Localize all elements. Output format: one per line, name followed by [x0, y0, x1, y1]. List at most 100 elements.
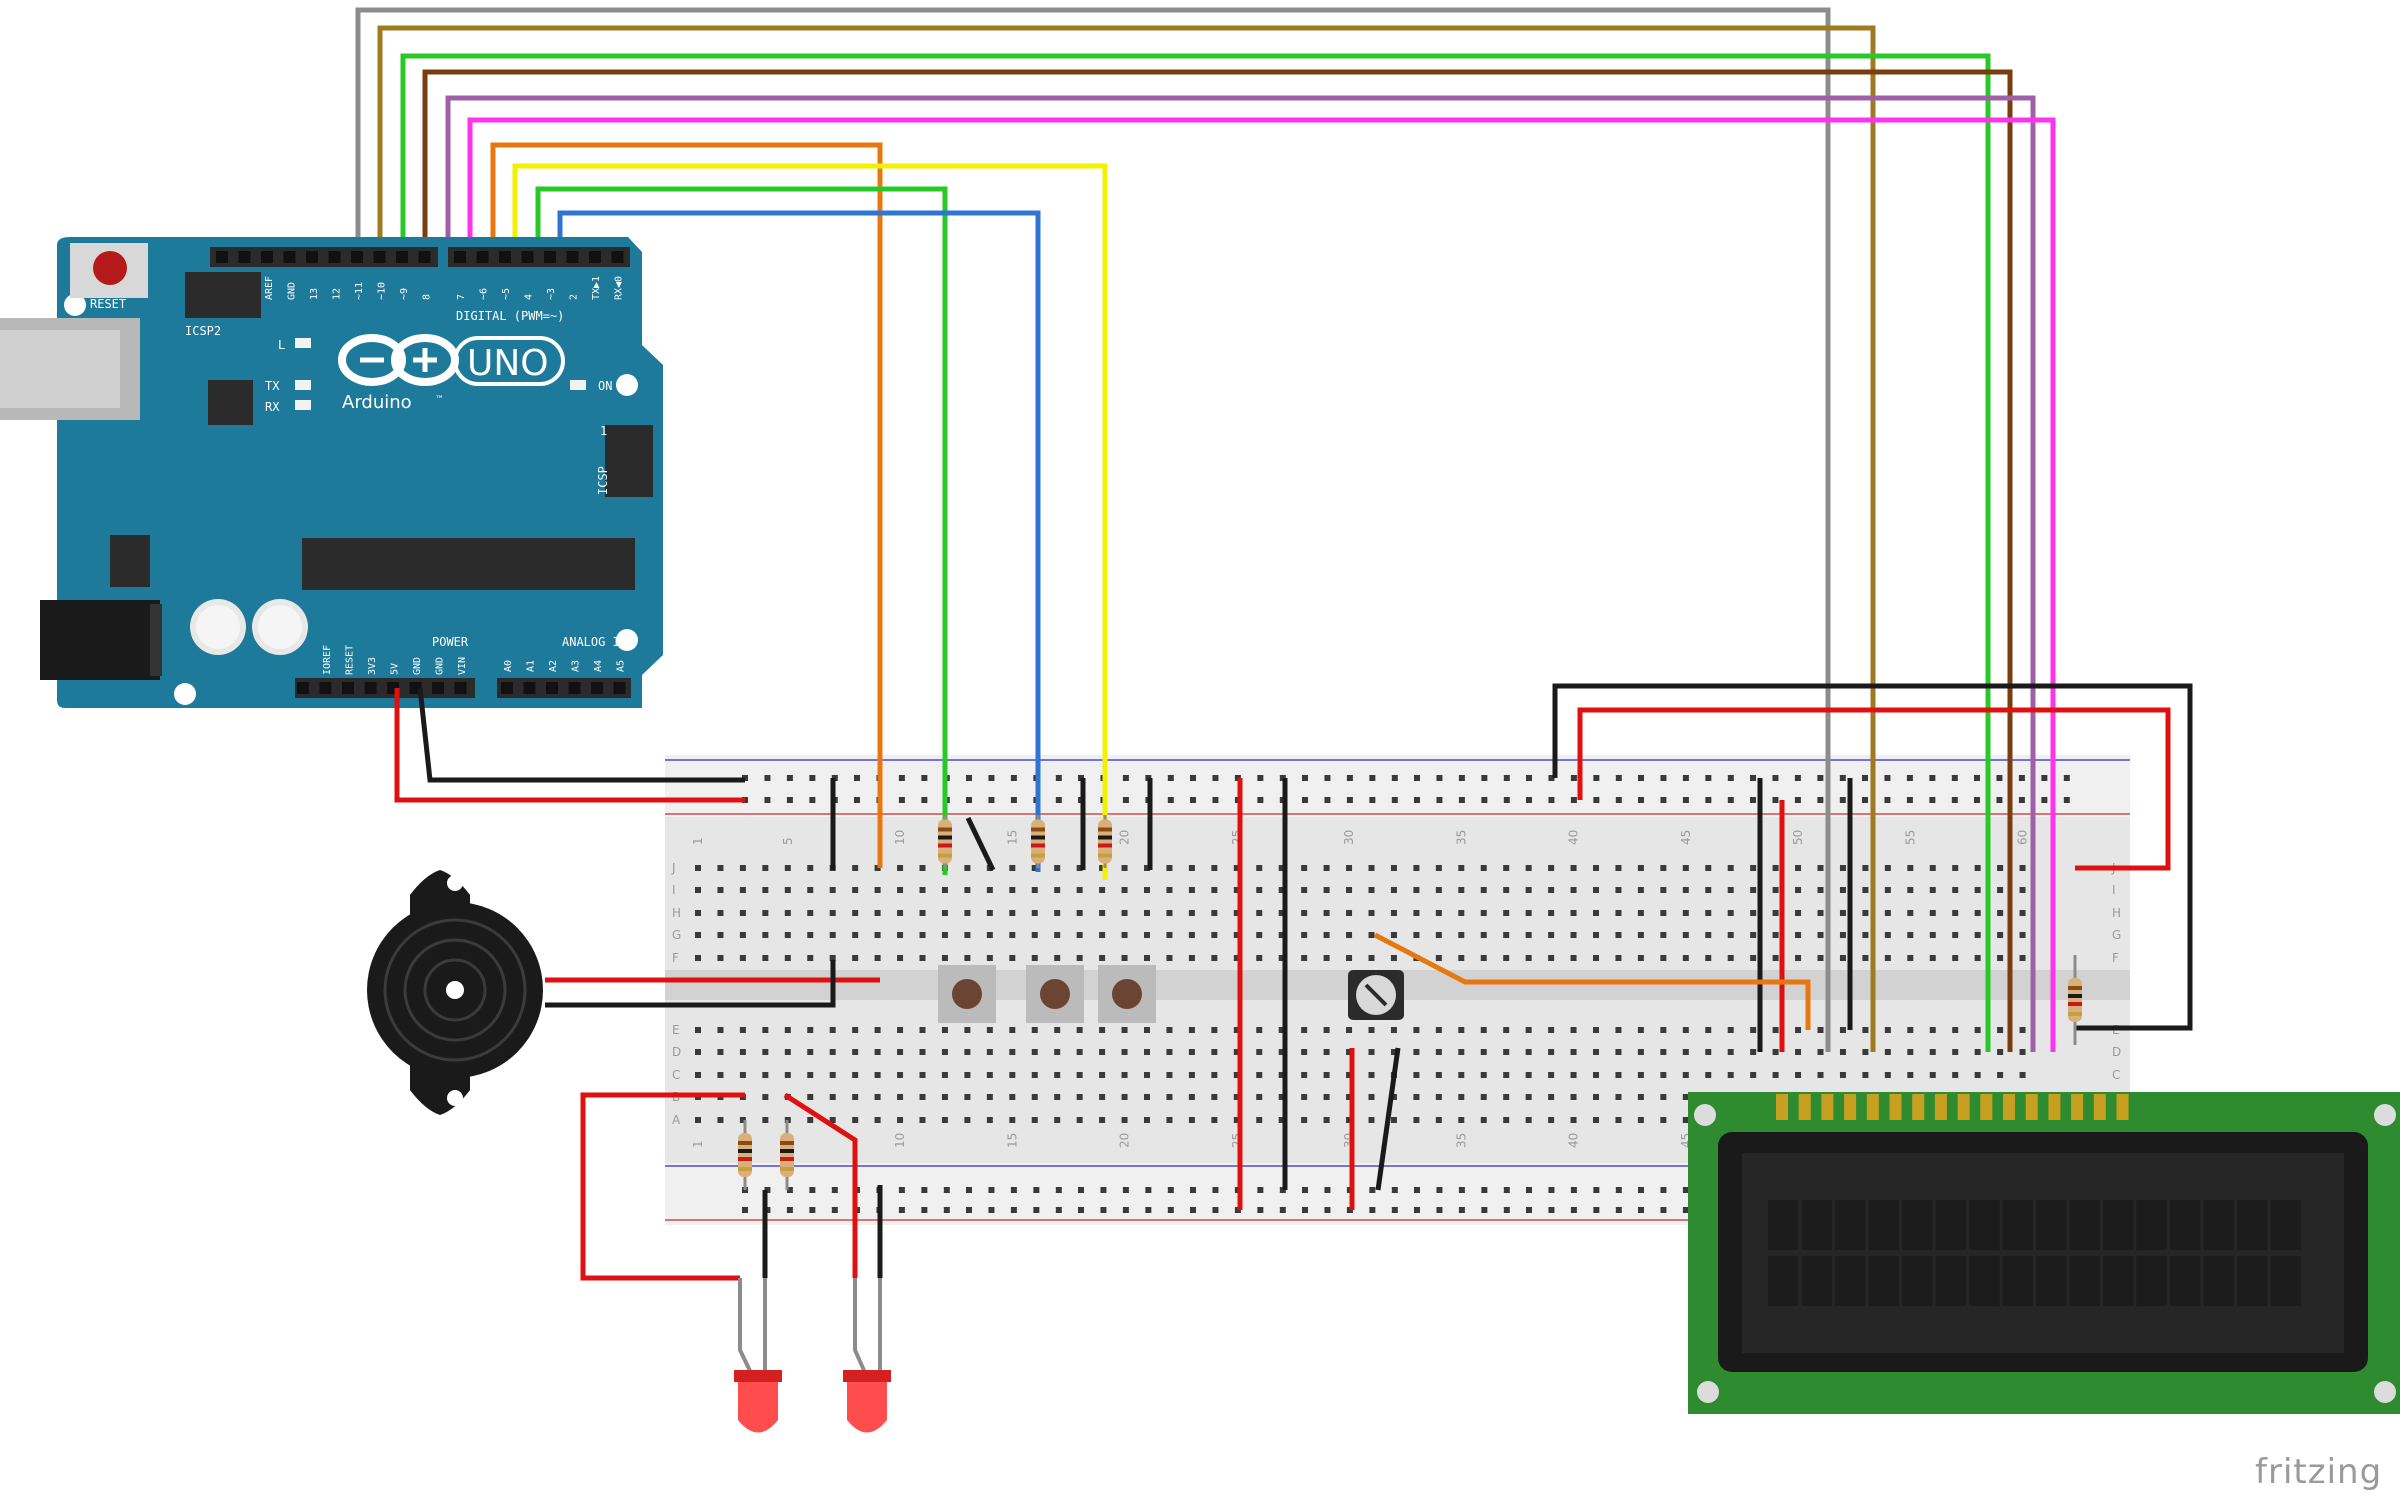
bb-hole	[1368, 910, 1375, 916]
bb-hole	[784, 1072, 791, 1078]
power-pin-label: GND	[412, 657, 423, 675]
lcd-char-cell	[1902, 1256, 1933, 1306]
bb-hole	[1907, 1072, 1914, 1078]
bb-hole	[1076, 1094, 1083, 1100]
bb-hole	[739, 865, 746, 871]
bb-hole	[941, 1117, 948, 1123]
bb-hole	[1323, 955, 1330, 961]
bb-hole	[852, 1049, 859, 1055]
bb-hole	[1705, 865, 1712, 871]
bb-hole	[1121, 887, 1128, 893]
bb-hole	[1166, 932, 1173, 938]
bb-hole	[1278, 1117, 1285, 1123]
wire-orange-pot	[1373, 932, 1811, 1030]
bb-hole	[1458, 887, 1465, 893]
bb-hole	[1435, 865, 1442, 871]
bb-hole	[1009, 932, 1016, 938]
bb-hole	[1346, 932, 1353, 938]
push-button[interactable]	[1026, 965, 1084, 1023]
bb-rail-hole	[1369, 775, 1376, 781]
bb-hole	[1929, 1027, 1936, 1033]
jumper-red-lcd-loop	[1577, 707, 2171, 871]
bb-hole	[1952, 932, 1959, 938]
digital-pin-label: ~6	[479, 288, 490, 300]
reset-button-cap[interactable]	[93, 251, 127, 285]
bb-hole	[1929, 1049, 1936, 1055]
lcd-pin	[1821, 1094, 1834, 1120]
bb-hole	[1952, 887, 1959, 893]
power-pin-label: GND	[435, 657, 446, 675]
lcd-screen	[1742, 1153, 2344, 1353]
bb-row-letter: E	[672, 1023, 680, 1037]
icsp-pin1-label: 1	[600, 424, 607, 438]
bb-hole	[1301, 1049, 1308, 1055]
bb-hole	[1390, 865, 1397, 871]
bb-column-number: 35	[1454, 1133, 1468, 1148]
push-button[interactable]	[938, 965, 996, 1023]
bb-rail-hole	[1727, 797, 1734, 803]
bb-hole	[1593, 865, 1599, 871]
bb-hole	[964, 1094, 971, 1100]
bb-rail-hole	[1570, 1207, 1577, 1213]
bb-rail-hole	[921, 775, 928, 781]
bb-rail-hole	[1638, 797, 1644, 803]
bb-hole	[1144, 865, 1150, 871]
bb-hole	[1233, 1117, 1240, 1123]
bb-hole	[1548, 932, 1555, 938]
bb-rail-hole	[1660, 797, 1667, 803]
bb-hole	[1435, 910, 1442, 916]
bb-rail-hole	[1638, 775, 1644, 781]
potentiometer[interactable]	[1348, 970, 1404, 1020]
bb-rail-hole	[1302, 775, 1308, 781]
bb-column-number: 30	[1342, 830, 1356, 845]
bb-hole	[829, 955, 836, 961]
uno-badge	[453, 336, 565, 386]
bb-hole	[1637, 1072, 1644, 1078]
bb-hole	[807, 1072, 814, 1078]
bb-hole	[1817, 910, 1824, 916]
bb-hole	[1503, 1049, 1510, 1055]
bb-hole	[829, 910, 836, 916]
bb-hole	[1278, 910, 1285, 916]
bb-hole	[829, 887, 836, 893]
analog-pin-hole	[523, 682, 536, 694]
bb-hole	[964, 1027, 971, 1033]
bb-hole	[1660, 1117, 1667, 1123]
bb-rail-hole	[1548, 1207, 1555, 1213]
trademark: ™	[435, 395, 444, 405]
analog-pin-label: A1	[526, 660, 537, 672]
power-rail-top	[665, 755, 2130, 817]
bb-column-number: 20	[1118, 1133, 1132, 1148]
bb-rail-hole	[898, 1187, 905, 1193]
bb-hole	[1929, 1072, 1936, 1078]
push-button[interactable]	[1098, 965, 1156, 1023]
lcd-char-cell	[2069, 1256, 2100, 1306]
bb-hole	[807, 1027, 814, 1033]
bb-hole	[1907, 932, 1914, 938]
bb-hole	[695, 1027, 701, 1033]
bb-hole	[695, 1049, 701, 1055]
bb-hole	[1660, 932, 1667, 938]
lcd-header-pins	[1776, 1094, 2129, 1120]
bb-hole	[1862, 887, 1869, 893]
lcd-char-cell	[2103, 1256, 2134, 1306]
lcd-screw	[1694, 1104, 1716, 1126]
bb-hole	[1054, 932, 1061, 938]
digital-pin-label: ~3	[546, 288, 557, 300]
bb-hole	[1346, 1094, 1353, 1100]
bb-hole	[897, 932, 904, 938]
bb-hole	[1188, 932, 1195, 938]
digital-pin-hole	[521, 251, 534, 263]
lcd-char-cell	[2237, 1200, 2268, 1250]
bb-hole	[1660, 1072, 1667, 1078]
bb-row-letter: F	[2112, 951, 2119, 965]
bb-rail-hole	[1794, 797, 1801, 803]
bb-hole	[1884, 955, 1891, 961]
bb-hole	[1525, 887, 1532, 893]
bb-rail-hole	[1503, 775, 1510, 781]
bb-rail-hole	[1212, 1187, 1219, 1193]
bb-hole	[1974, 865, 1981, 871]
bb-hole	[1884, 1049, 1891, 1055]
bb-hole	[2019, 955, 2026, 961]
